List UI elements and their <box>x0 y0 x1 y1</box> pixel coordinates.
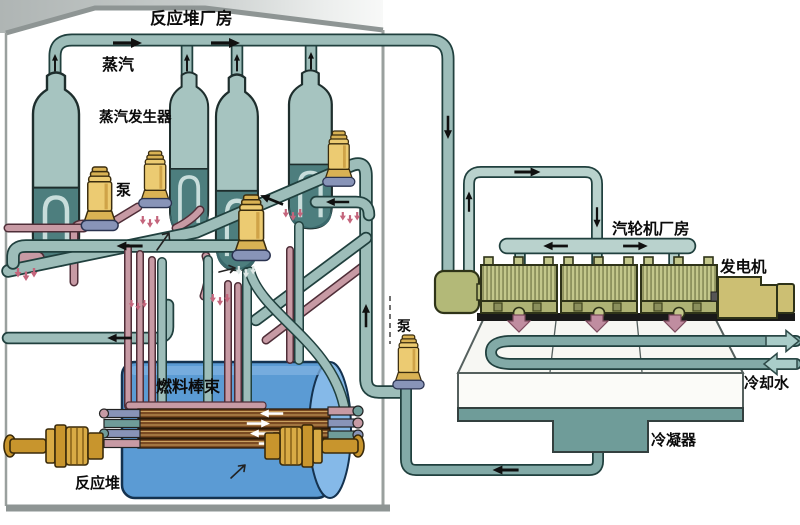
roof-line <box>5 5 384 36</box>
lp-turbine-2 <box>560 256 638 320</box>
turbine-building-label: 汽轮机厂房 <box>612 219 690 238</box>
steam-label: 蒸汽 <box>102 55 134 74</box>
cooling-water-in-arrow <box>762 351 798 377</box>
reactor-building-outline <box>4 5 390 512</box>
coolant-pump-label: 泵 <box>116 181 131 199</box>
fuel-bundle-label: 燃料棒束 <box>156 377 221 396</box>
condenser <box>400 319 800 476</box>
reactor-building-label: 反应堆厂房 <box>150 8 233 28</box>
feeder-header <box>125 401 267 410</box>
hp-turbine <box>433 269 481 315</box>
sky-area <box>0 0 383 33</box>
feeder-pipes <box>124 221 350 415</box>
annotation-arrows <box>156 232 391 479</box>
condenser-front-face <box>457 372 744 409</box>
lp-turbine-1 <box>480 256 558 320</box>
fuel-channel-block <box>98 401 364 452</box>
turbine-base-line <box>477 313 795 321</box>
end-fittings-left <box>98 408 141 449</box>
steam-generator-label: 蒸汽发生器 <box>99 108 172 126</box>
cooling-water-out-arrow <box>765 328 800 354</box>
generator-label: 发电机 <box>719 257 767 276</box>
reactor-label: 反应堆 <box>75 474 120 492</box>
lp-turbine-3 <box>640 256 718 320</box>
generator-unit <box>710 276 795 319</box>
feedwater-pump-label: 泵 <box>397 319 411 335</box>
condenser-label: 冷凝器 <box>651 431 697 449</box>
condenser-hotwell <box>457 407 744 453</box>
cooling-water-label: 冷却水 <box>744 374 790 392</box>
